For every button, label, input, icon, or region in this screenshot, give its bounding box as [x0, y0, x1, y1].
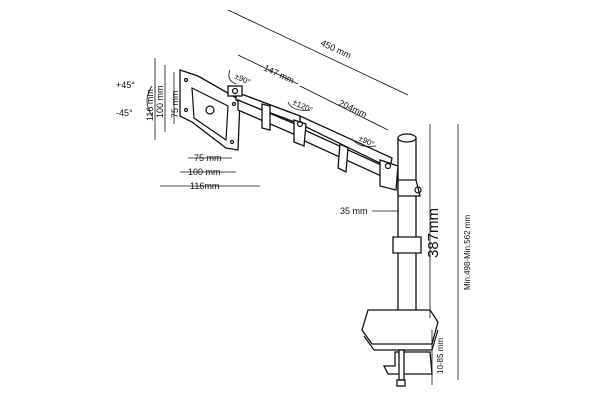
tilt-up-label: +45° — [116, 80, 135, 90]
pole-height-label: 387mm — [425, 208, 442, 258]
vesa-vertical-116-label: 116 mm — [145, 89, 155, 121]
clamp-range-label: 10-85 mm — [436, 338, 445, 374]
arm-second-length-label: 204mm — [337, 98, 368, 120]
vesa-horizontal-116-label: 116mm — [190, 181, 219, 191]
pole-diameter-label: 35 mm — [340, 206, 368, 216]
arm — [227, 85, 399, 191]
vesa-plate — [179, 69, 241, 151]
cable-clip — [337, 142, 349, 174]
tilt-down-label: -45° — [116, 108, 133, 118]
head-joint — [227, 85, 243, 97]
vesa-horizontal-100-label: 100 mm — [188, 167, 221, 177]
total-height-label: Min:498-Min:562 mm — [463, 215, 472, 290]
vesa-vertical-75-label: 75 mm — [170, 90, 180, 118]
arm-total-length-label: 450 mm — [319, 38, 353, 61]
cable-clip — [261, 103, 271, 131]
middle-rotation-label: ±120° — [291, 98, 314, 115]
dimension-lines — [146, 9, 459, 385]
pole — [392, 133, 422, 339]
middle-joint — [293, 119, 307, 147]
vesa-horizontal-75-label: 75 mm — [194, 153, 222, 163]
head-rotation-label: ±90° — [233, 72, 252, 87]
vesa-vertical-100-label: 100 mm — [155, 85, 165, 118]
cable-holder — [392, 236, 422, 254]
pole-joint — [379, 159, 399, 191]
arm-first-length-label: 147 mm — [262, 63, 296, 86]
desk-clamp — [361, 309, 439, 387]
